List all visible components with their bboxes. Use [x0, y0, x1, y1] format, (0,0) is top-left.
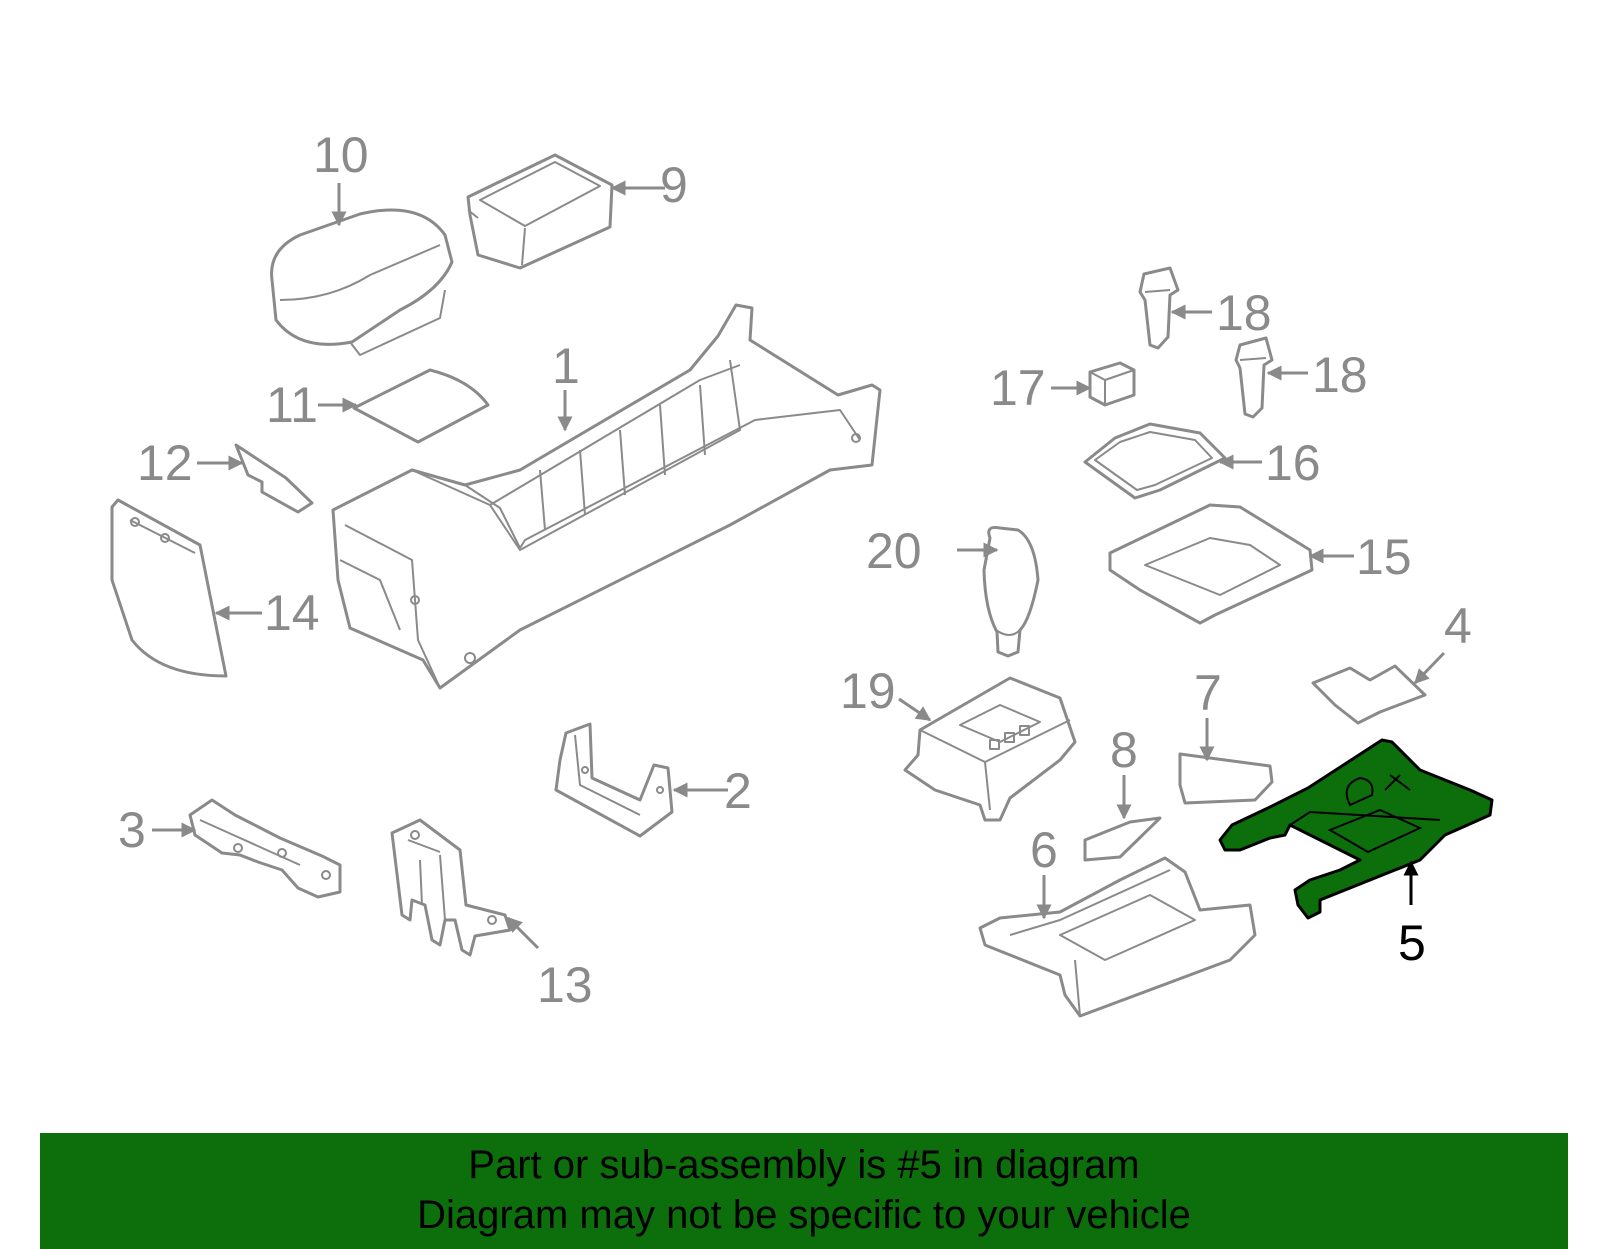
part-6-lower-panel[interactable]: [978, 856, 1257, 1018]
part-9-storage-tray[interactable]: [466, 153, 614, 270]
callout-1: 1: [552, 338, 580, 394]
callout-20: 20: [866, 523, 922, 579]
part-18-clip-lower[interactable]: [1234, 336, 1274, 419]
callout-4: 4: [1444, 598, 1472, 654]
callout-3: 3: [118, 802, 146, 858]
part-7-panel[interactable]: [1178, 752, 1274, 805]
callout-16: 16: [1265, 435, 1321, 491]
callout-18a: 18: [1216, 285, 1272, 341]
part-16-cover-plate[interactable]: [1083, 422, 1227, 500]
callout-14: 14: [264, 585, 320, 641]
callout-19: 19: [840, 663, 896, 719]
part-14-side-panel[interactable]: [110, 498, 228, 678]
part-18-clip-upper[interactable]: [1138, 266, 1180, 350]
part-13-stand-bracket[interactable]: [390, 818, 512, 957]
banner-line-1: Part or sub-assembly is #5 in diagram: [468, 1143, 1140, 1187]
callout-10: 10: [313, 127, 369, 183]
callout-11: 11: [266, 377, 318, 433]
part-12-bracket[interactable]: [234, 443, 314, 514]
callout-17: 17: [990, 360, 1046, 416]
part-5-console-panel-highlighted[interactable]: [1218, 738, 1494, 920]
part-15-bezel-plate[interactable]: [1108, 503, 1314, 625]
part-17-block[interactable]: [1088, 361, 1136, 407]
part-20-shift-knob[interactable]: [982, 526, 1040, 658]
part-8-plate[interactable]: [1083, 816, 1162, 862]
callout-15: 15: [1356, 529, 1412, 585]
callout-6: 6: [1030, 822, 1058, 878]
banner-line-2: Diagram may not be specific to your vehi…: [417, 1193, 1191, 1237]
part-4-insert[interactable]: [1311, 664, 1427, 725]
part-2-bracket[interactable]: [554, 722, 674, 838]
part-3-bracket[interactable]: [188, 798, 342, 899]
callout-9: 9: [660, 157, 688, 213]
leader-lines: [152, 180, 1446, 950]
callout-8: 8: [1110, 722, 1138, 778]
part-10-armrest-lid[interactable]: [270, 208, 454, 356]
callout-5: 5: [1398, 915, 1426, 971]
callout-labels: 10 9 11 1 12 14 2 3 13 18 18 17 16 15 20…: [118, 127, 1472, 1013]
callout-13: 13: [537, 957, 593, 1013]
part-19-shifter-assembly[interactable]: [903, 676, 1077, 822]
callout-2: 2: [724, 763, 752, 819]
part-1-console-body[interactable]: [331, 303, 882, 690]
callout-7: 7: [1194, 665, 1222, 721]
callout-18b: 18: [1312, 347, 1368, 403]
callout-12: 12: [137, 435, 193, 491]
part-11-pad[interactable]: [352, 368, 490, 444]
info-banner: Part or sub-assembly is #5 in diagram Di…: [40, 1133, 1568, 1249]
